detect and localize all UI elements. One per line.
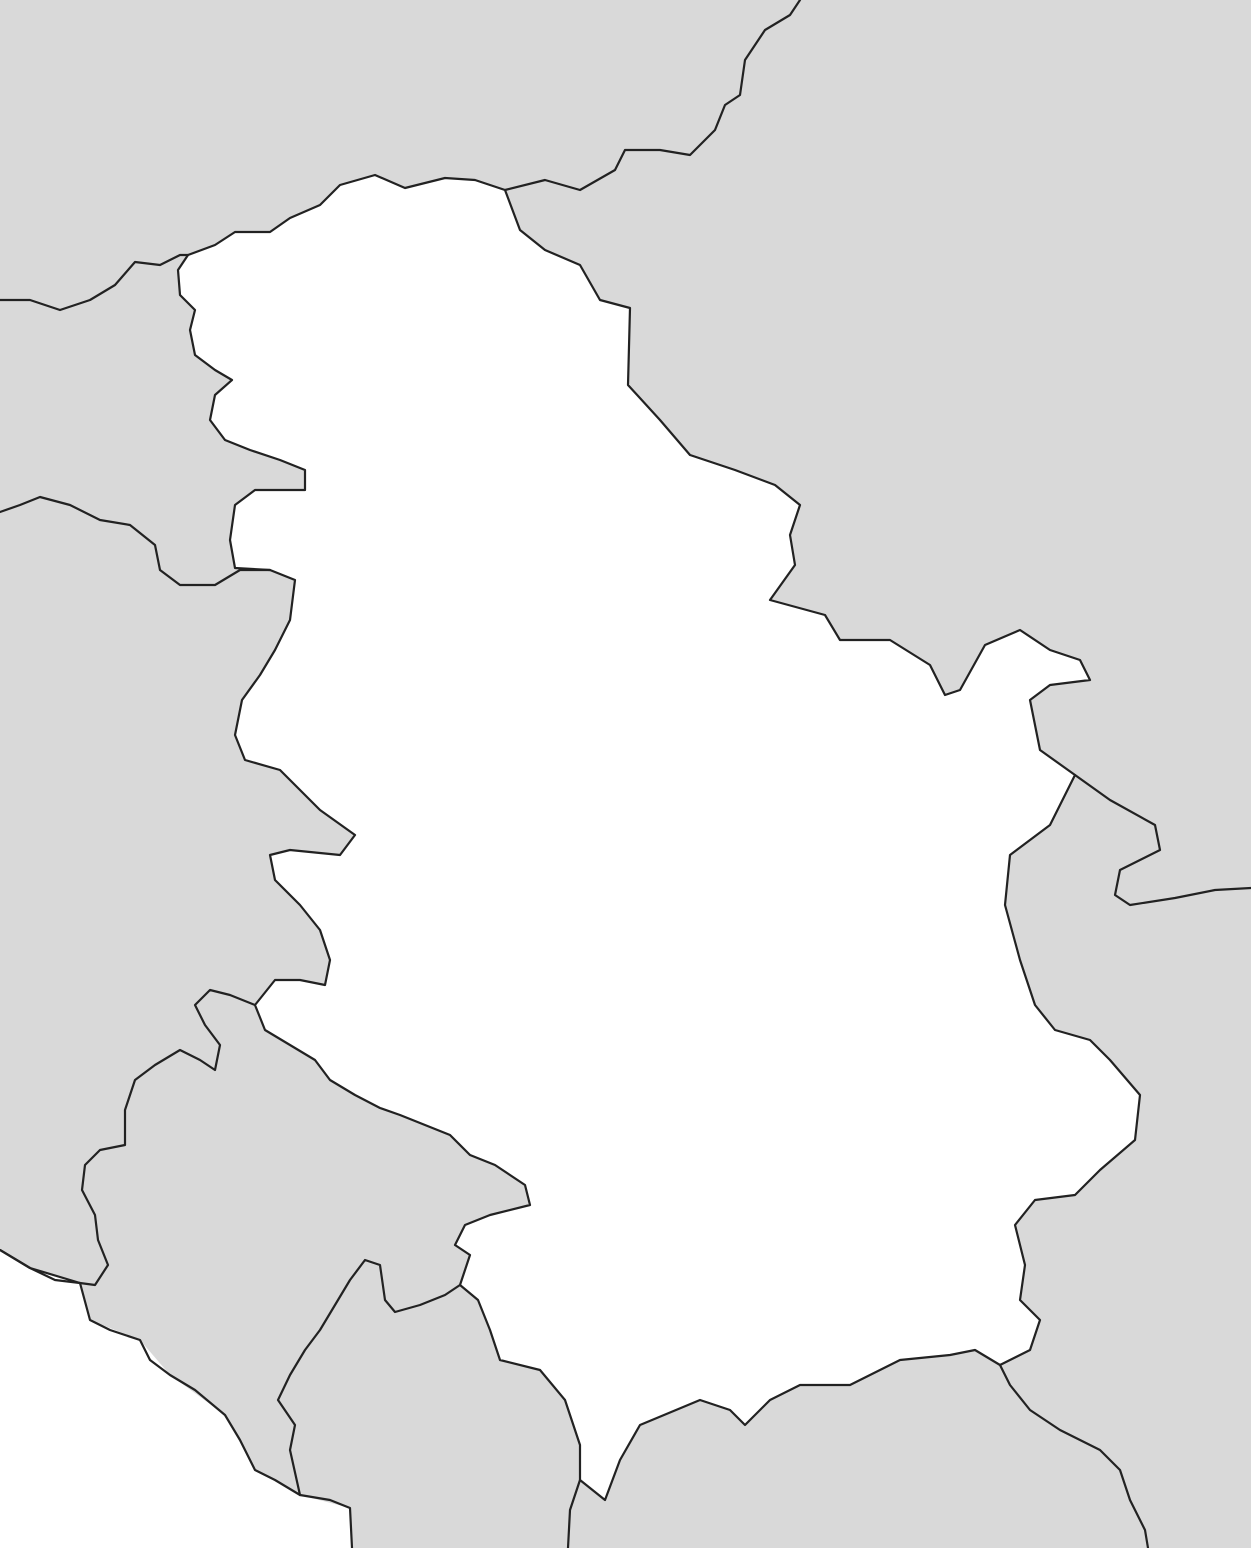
- border-north-west: [0, 253, 190, 312]
- border-southwest: [276, 1258, 462, 1497]
- border-coast: [0, 1248, 354, 1548]
- border-west-upper: [0, 495, 272, 587]
- border-east: [1073, 773, 1251, 907]
- border-south: [566, 1478, 582, 1548]
- border-north-east: [503, 0, 802, 192]
- sea-region: [0, 1250, 352, 1548]
- focus-country-outline: [176, 173, 1142, 1502]
- border-west-lower: [0, 988, 257, 1287]
- border-southeast: [998, 1363, 1150, 1548]
- focus-country-region: [178, 175, 1140, 1500]
